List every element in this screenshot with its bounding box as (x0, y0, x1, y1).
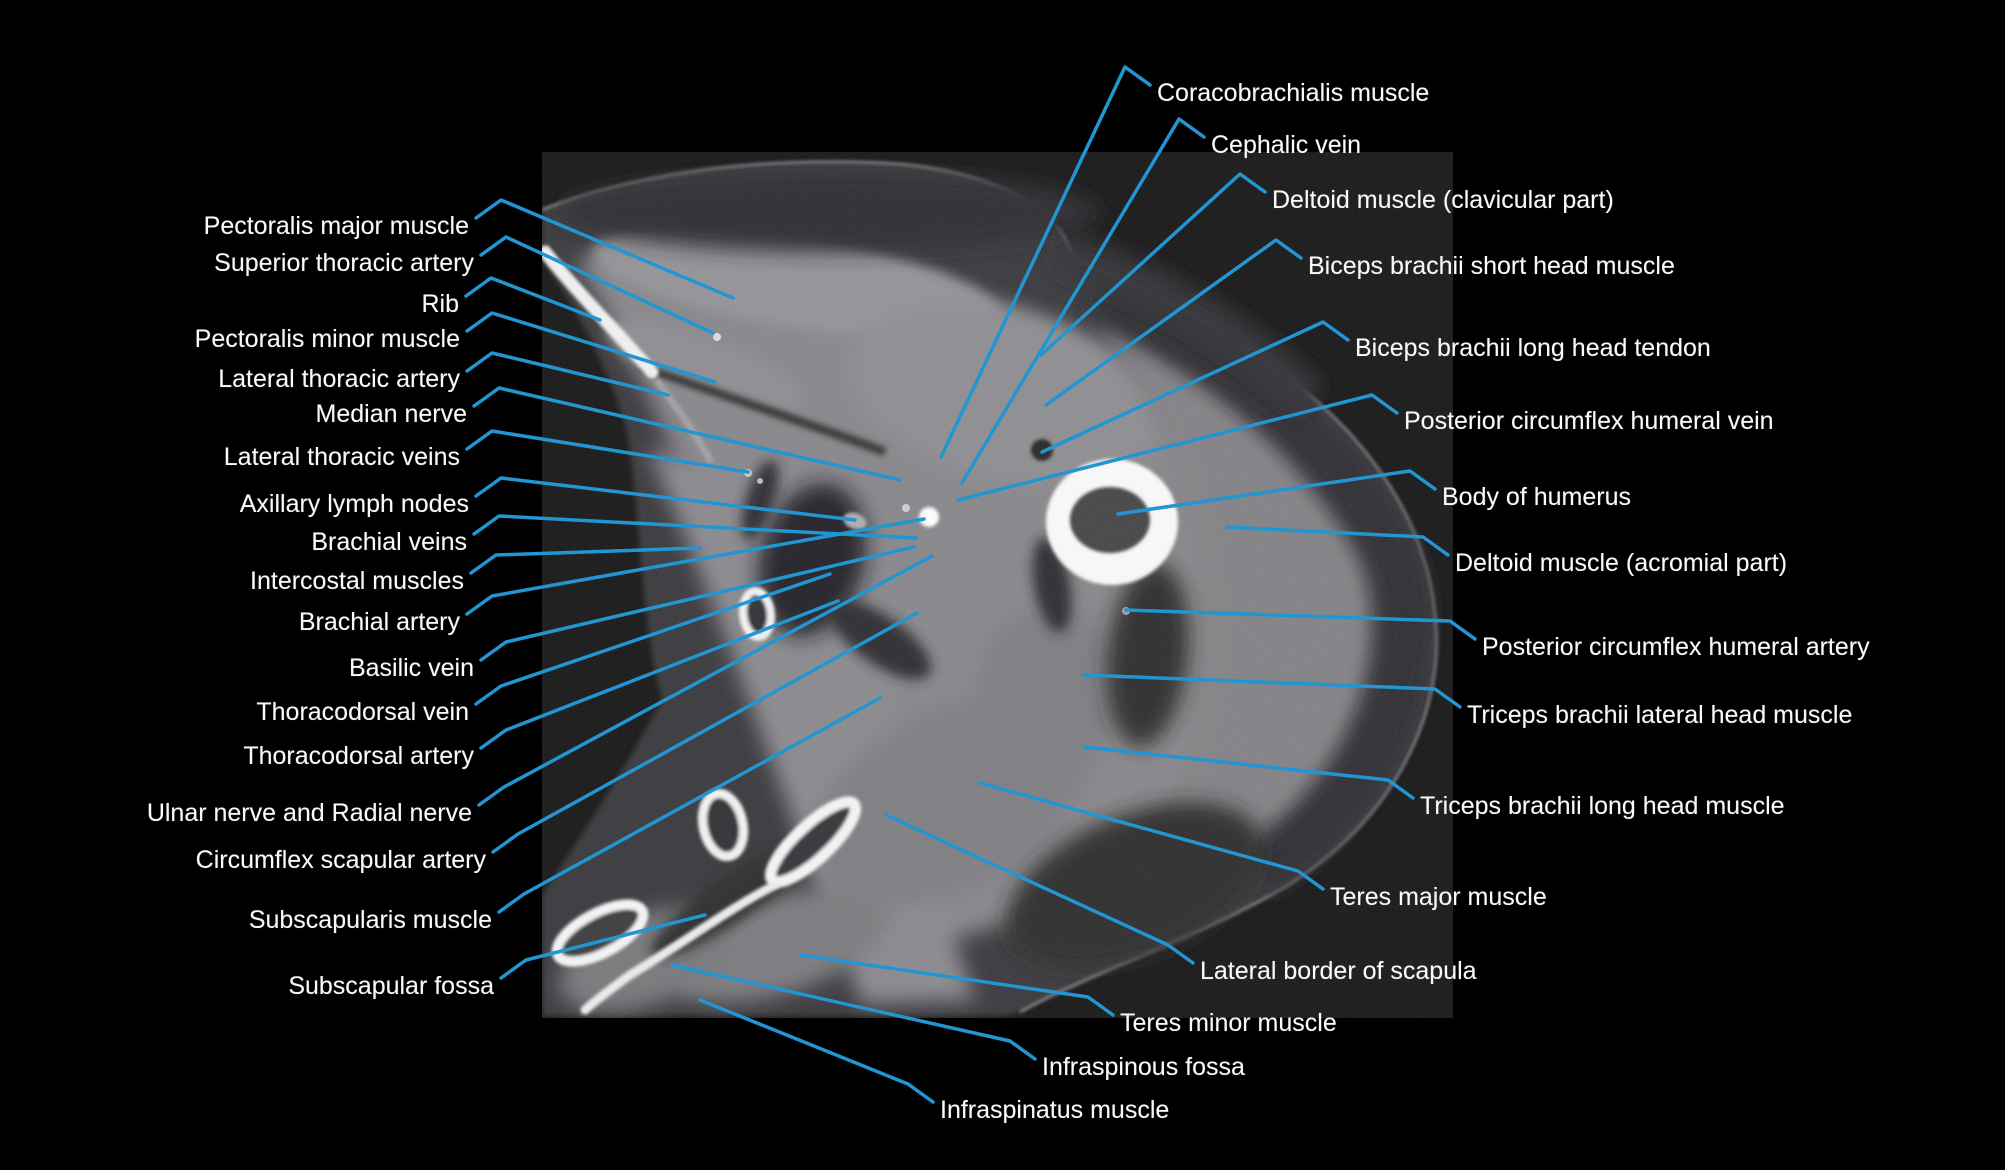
label-body-of-humerus: Body of humerus (1442, 483, 1631, 511)
label-teres-minor-muscle: Teres minor muscle (1120, 1009, 1337, 1037)
label-lateral-thoracic-artery: Lateral thoracic artery (218, 365, 460, 393)
leader-cephalic-vein (960, 117, 1206, 485)
label-circumflex-scapular-artery: Circumflex scapular artery (195, 846, 486, 874)
leader-circumflex-scapular-artery (491, 611, 919, 854)
label-pectoralis-minor-muscle: Pectoralis minor muscle (194, 325, 460, 353)
label-thoracodorsal-vein: Thoracodorsal vein (256, 698, 469, 726)
leader-ulnar-nerve-and-radial-nerve (477, 554, 934, 807)
leader-lateral-thoracic-artery (465, 351, 670, 397)
label-brachial-veins: Brachial veins (311, 528, 467, 556)
leader-body-of-humerus (1116, 469, 1437, 516)
leader-median-nerve (472, 386, 902, 482)
label-teres-major-muscle: Teres major muscle (1330, 883, 1547, 911)
leader-pectoralis-minor-muscle (465, 311, 717, 384)
label-infraspinous-fossa: Infraspinous fossa (1042, 1053, 1245, 1081)
leader-posterior-circumflex-humeral-vein (956, 393, 1399, 502)
leader-subscapular-fossa (499, 913, 707, 980)
label-posterior-circumflex-humeral-vein: Posterior circumflex humeral vein (1404, 407, 1774, 435)
leader-axillary-lymph-nodes (474, 476, 857, 522)
leader-biceps-brachii-short-head-muscle (1044, 238, 1303, 407)
leader-superior-thoracic-artery (479, 235, 715, 335)
label-superior-thoracic-artery: Superior thoracic artery (214, 249, 474, 277)
label-coracobrachialis-muscle: Coracobrachialis muscle (1157, 79, 1430, 107)
leader-thoracodorsal-artery (479, 599, 840, 750)
leader-basilic-vein (479, 545, 916, 662)
label-intercostal-muscles: Intercostal muscles (250, 567, 464, 595)
leader-lateral-border-of-scapula (884, 813, 1195, 965)
label-thoracodorsal-artery: Thoracodorsal artery (243, 742, 474, 770)
leader-intercostal-muscles (469, 546, 702, 575)
leader-brachial-artery (465, 517, 926, 616)
label-triceps-brachii-lateral-head-muscle: Triceps brachii lateral head muscle (1467, 701, 1853, 729)
label-lateral-border-of-scapula: Lateral border of scapula (1200, 957, 1477, 985)
label-rib: Rib (421, 290, 459, 318)
label-triceps-brachii-long-head-muscle: Triceps brachii long head muscle (1420, 792, 1785, 820)
label-ulnar-nerve-and-radial-nerve: Ulnar nerve and Radial nerve (146, 799, 472, 827)
leader-deltoid-muscle-acromial-part (1225, 525, 1450, 557)
label-biceps-brachii-short-head-muscle: Biceps brachii short head muscle (1308, 252, 1675, 280)
label-lateral-thoracic-veins: Lateral thoracic veins (223, 443, 460, 471)
leader-triceps-brachii-long-head-muscle (1082, 745, 1415, 800)
leader-triceps-brachii-lateral-head-muscle (1081, 673, 1462, 709)
leader-teres-major-muscle (978, 781, 1325, 891)
label-median-nerve: Median nerve (315, 400, 467, 428)
leader-lateral-thoracic-veins (465, 429, 750, 474)
label-deltoid-muscle-acromial-part: Deltoid muscle (acromial part) (1455, 549, 1788, 577)
leader-biceps-brachii-long-head-tendon (1040, 320, 1350, 454)
label-axillary-lymph-nodes: Axillary lymph nodes (239, 490, 469, 518)
leader-coracobrachialis-muscle (939, 65, 1152, 459)
leader-brachial-veins (472, 514, 918, 540)
leader-teres-minor-muscle (798, 953, 1115, 1017)
label-subscapular-fossa: Subscapular fossa (288, 972, 494, 1000)
leader-infraspinatus-muscle (698, 998, 935, 1104)
leader-pectoralis-major-muscle (474, 198, 735, 300)
label-deltoid-muscle-clavicular-part: Deltoid muscle (clavicular part) (1272, 186, 1614, 214)
label-basilic-vein: Basilic vein (348, 654, 474, 682)
leader-rib (464, 276, 602, 322)
label-subscapularis-muscle: Subscapularis muscle (248, 906, 492, 934)
leader-thoracodorsal-vein (474, 572, 832, 706)
leader-deltoid-muscle-clavicular-part (1039, 172, 1267, 357)
leader-infraspinous-fossa (670, 963, 1037, 1061)
label-pectoralis-major-muscle: Pectoralis major muscle (203, 212, 469, 240)
leader-posterior-circumflex-humeral-artery (1124, 608, 1477, 641)
label-cephalic-vein: Cephalic vein (1211, 131, 1362, 159)
label-posterior-circumflex-humeral-artery: Posterior circumflex humeral artery (1482, 633, 1870, 661)
label-brachial-artery: Brachial artery (298, 608, 460, 636)
label-infraspinatus-muscle: Infraspinatus muscle (940, 1096, 1170, 1124)
label-biceps-brachii-long-head-tendon: Biceps brachii long head tendon (1355, 334, 1711, 362)
leader-subscapularis-muscle (497, 696, 882, 914)
